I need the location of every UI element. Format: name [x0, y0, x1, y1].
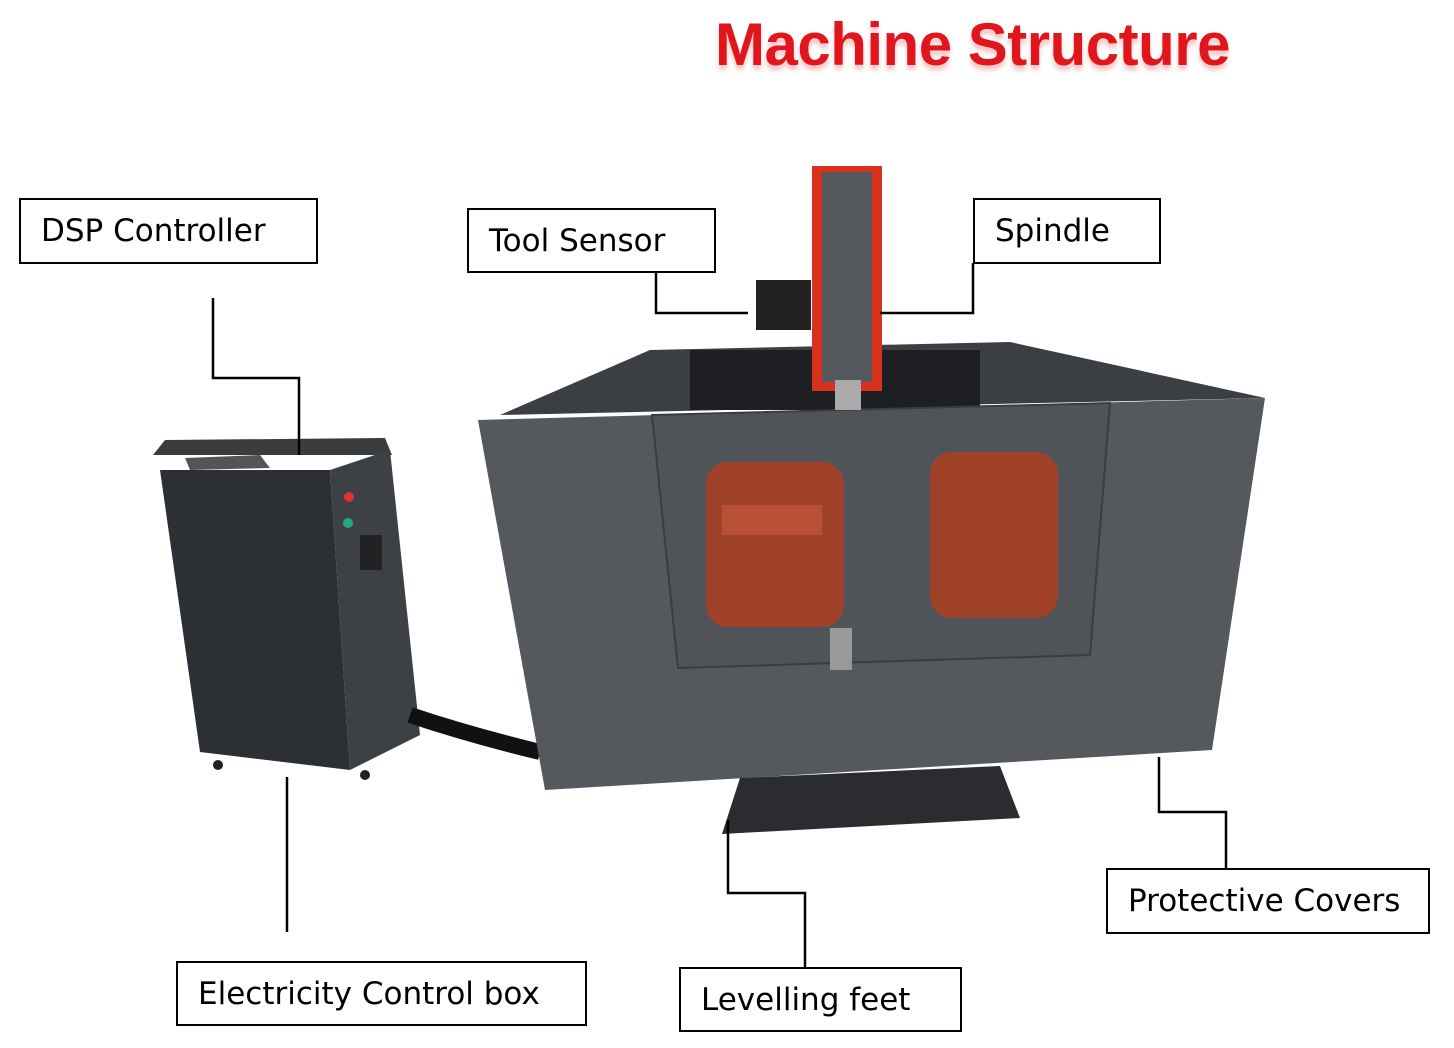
leader-protective-covers: [1157, 757, 1228, 868]
label-protective-covers: Protective Covers: [1106, 868, 1430, 934]
page-title: Machine Structure: [715, 11, 1230, 78]
leader-levelling-feet: [726, 820, 807, 967]
cnc-machine-drawing: [478, 166, 1265, 834]
label-dsp-controller: DSP Controller: [19, 198, 318, 264]
electricity-control-box-drawing: [153, 438, 542, 780]
label-electricity-control-box: Electricity Control box: [176, 961, 587, 1026]
leader-tool-sensor: [654, 272, 748, 315]
label-spindle: Spindle: [973, 198, 1161, 264]
label-levelling-feet: Levelling feet: [679, 967, 962, 1032]
label-tool-sensor: Tool Sensor: [467, 208, 716, 273]
leader-spindle: [880, 263, 975, 315]
leader-dsp-controller: [211, 298, 301, 455]
leader-lines: [211, 263, 1228, 967]
